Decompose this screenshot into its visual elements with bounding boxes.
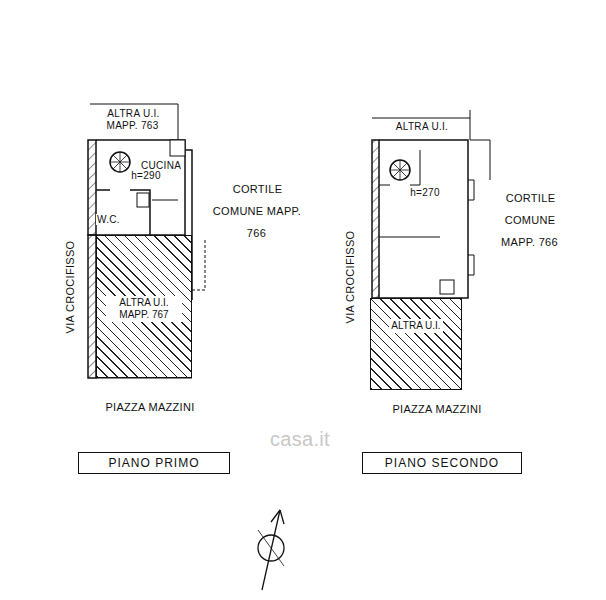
floor-title-box: PIANO SECONDO (362, 452, 522, 474)
street-label: VIA CROCIFISSO (63, 237, 77, 337)
courtyard-label: CORTILE COMUNE MAPP. 766 (212, 178, 302, 244)
floor-title-box: PIANO PRIMO (78, 452, 230, 474)
watermark-text: casa.it (269, 428, 331, 450)
room-label-text: W.C. (96, 214, 121, 225)
north-arrow (258, 510, 284, 590)
neighbour-label: ALTRA U.I. (390, 121, 454, 133)
watermark: casa.it (255, 428, 345, 451)
street-label: VIA CROCIFISSO (343, 227, 357, 327)
neighbour-label-text: ALTRA U.I. MAPP. 763 (106, 108, 159, 131)
second-floor-plan (372, 110, 490, 298)
floor-title: PIANO PRIMO (106, 455, 201, 471)
square-label-text: PIAZZA MAZZINI (391, 403, 482, 415)
courtyard-label-text: CORTILE COMUNE MAPP. 766 (501, 192, 559, 248)
floor-title: PIANO SECONDO (383, 455, 501, 471)
square-label: PIAZZA MAZZINI (372, 402, 502, 416)
room-label: W.C. (96, 214, 120, 226)
first-floor-plan (88, 104, 205, 378)
height-dimension: h=290 (126, 170, 166, 182)
height-dimension-text: h=290 (130, 170, 162, 181)
square-label: PIAZZA MAZZINI (95, 400, 205, 414)
neighbour-unit-area: ALTRA U.I. (370, 298, 462, 390)
neighbour-unit-area: ALTRA U.I. MAPP. 767 (96, 235, 192, 378)
neighbour-label: ALTRA U.I. MAPP. 763 (100, 108, 166, 132)
area-label: ALTRA U.I. (389, 319, 442, 333)
area-label: ALTRA U.I. MAPP. 767 (106, 296, 182, 322)
square-label-text: PIAZZA MAZZINI (104, 401, 195, 413)
street-label-text: VIA CROCIFISSO (344, 230, 356, 325)
height-dimension-text: h=270 (409, 187, 441, 198)
courtyard-label-text: CORTILE COMUNE MAPP. 766 (213, 183, 301, 239)
street-label-text: VIA CROCIFISSO (64, 240, 76, 335)
courtyard-label: CORTILE COMUNE MAPP. 766 (490, 187, 570, 253)
height-dimension: h=270 (405, 187, 445, 199)
neighbour-label-text: ALTRA U.I. (395, 121, 449, 132)
